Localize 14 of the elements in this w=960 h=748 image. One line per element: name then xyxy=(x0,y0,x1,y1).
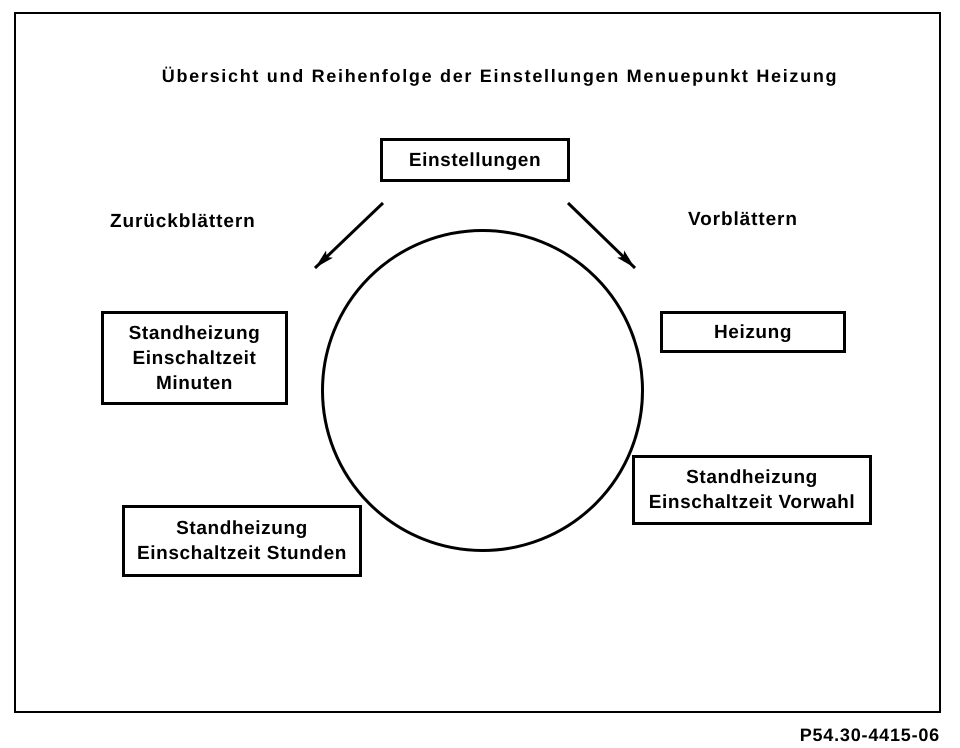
direction-label: Vorblättern xyxy=(688,208,798,232)
setting-box xyxy=(122,505,362,577)
box-label: Standheizung Einschaltzeit Stunden xyxy=(136,517,348,566)
direction-label: Zurückblättern xyxy=(110,210,256,234)
box-label: Standheizung Einschaltzeit Minuten xyxy=(128,322,262,396)
setting-box xyxy=(101,311,288,405)
figure-code: P54.30-4415-06 xyxy=(800,724,940,746)
setting-box xyxy=(660,311,846,353)
box-label: Heizung xyxy=(714,320,792,344)
diagram-title: Übersicht und Reihenfolge der Einstellungen Menuepunkt Heizung xyxy=(160,65,840,88)
setting-box xyxy=(632,455,872,525)
setting-box xyxy=(380,138,570,182)
box-label: Standheizung Einschaltzeit Vorwahl xyxy=(648,466,856,515)
box-label: Einstellungen xyxy=(408,148,542,172)
